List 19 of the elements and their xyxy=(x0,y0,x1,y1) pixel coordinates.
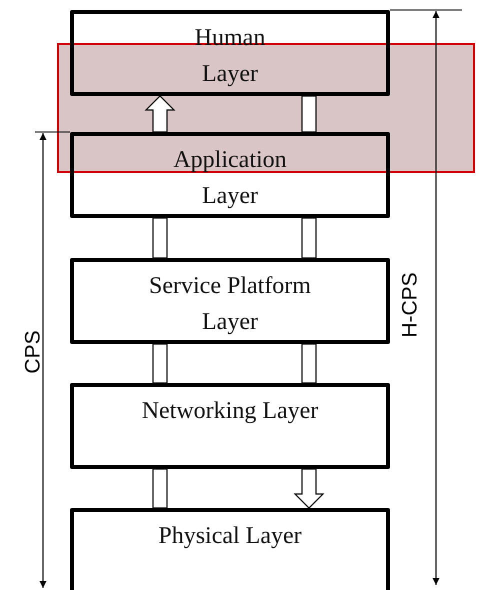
layer-box xyxy=(70,10,390,96)
layer-box xyxy=(70,258,390,344)
layer-label: Service Platform Layer xyxy=(148,272,312,337)
hollow-arrow xyxy=(144,95,176,133)
hollow-arrow xyxy=(294,468,324,509)
hollow-arrow xyxy=(301,95,317,133)
hollow-arrow xyxy=(301,217,317,259)
layer-label: Application Layer xyxy=(172,146,288,211)
layer-box xyxy=(70,132,390,218)
hollow-arrow xyxy=(152,217,168,259)
hollow-arrow xyxy=(301,343,317,384)
layer-label: Physical Layer xyxy=(157,522,303,551)
hollow-arrow xyxy=(152,343,168,384)
layer-label: Networking Layer xyxy=(140,397,320,426)
layer-box xyxy=(70,383,390,469)
hollow-arrow xyxy=(152,468,168,509)
dimension-label: CPS xyxy=(21,330,46,374)
layer-box xyxy=(70,508,390,590)
dimension-label: H-CPS xyxy=(398,272,422,338)
